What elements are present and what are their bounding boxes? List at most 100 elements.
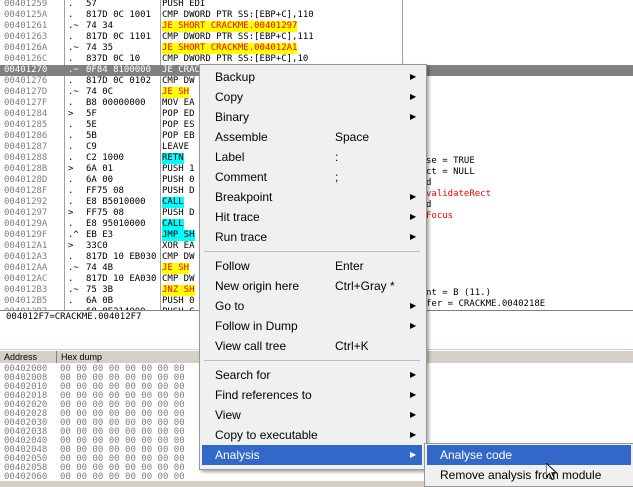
disasm-instruction: XOR EA — [162, 241, 195, 251]
menu-item-view[interactable]: View▶ — [202, 405, 422, 425]
disasm-hex: FF75 08 — [86, 186, 124, 196]
menu-item-label: Remove analysis from module — [440, 468, 602, 482]
menu-item-label: Search for — [215, 368, 271, 382]
menu-item-comment[interactable]: Comment; — [202, 167, 422, 187]
disasm-instruction: PUSH D — [162, 208, 195, 218]
mouse-cursor-icon — [546, 463, 558, 481]
disasm-instruction: JE SH — [162, 87, 190, 98]
menu-item-search-for[interactable]: Search for▶ — [202, 365, 422, 385]
menu-item-hit-trace[interactable]: Hit trace▶ — [202, 207, 422, 227]
dump-address: 00402030 — [4, 418, 48, 428]
submenu-item-analyse-code[interactable]: Analyse code — [427, 445, 631, 465]
menu-item-copy-to-executable[interactable]: Copy to executable▶ — [202, 425, 422, 445]
menu-item-binary[interactable]: Binary▶ — [202, 107, 422, 127]
menu-item-label: View — [215, 408, 241, 422]
menu-item-label: View call tree — [215, 339, 287, 353]
disasm-marker: .~ — [68, 65, 79, 75]
disasm-marker: . — [68, 120, 74, 130]
submenu-arrow-icon: ▶ — [410, 192, 417, 201]
disasm-address: 004012B7 — [4, 307, 47, 310]
disasm-address: 0040128B — [4, 164, 48, 174]
disasm-hex: 6A 00 — [86, 175, 114, 185]
disasm-address: 0040129A — [4, 219, 48, 229]
disasm-marker: . — [68, 252, 74, 262]
menu-item-backup[interactable]: Backup▶ — [202, 67, 422, 87]
disasm-comment: nt = B (11.) — [426, 287, 492, 298]
submenu-item-remove-analysis-from-module[interactable]: Remove analysis from module — [427, 465, 631, 485]
menu-item-shortcut: : — [335, 150, 339, 164]
dump-address: 00402060 — [4, 472, 48, 481]
disasm-hex: 5F — [86, 109, 97, 119]
disasm-marker: > — [68, 164, 74, 174]
menu-item-copy[interactable]: Copy▶ — [202, 87, 422, 107]
menu-separator — [204, 251, 420, 252]
disasm-hex: 6A 01 — [86, 164, 114, 174]
menu-item-go-to[interactable]: Go to▶ — [202, 296, 422, 316]
disasm-address: 00401285 — [4, 120, 48, 130]
disasm-address: 00401292 — [4, 197, 48, 207]
dump-column-hex[interactable]: Hex dump — [61, 352, 103, 362]
menu-item-label: Backup — [215, 70, 256, 84]
disasm-address: 0040129F — [4, 230, 48, 240]
menu-item-shortcut: Ctrl+Gray * — [335, 279, 395, 293]
menu-item-follow-in-dump[interactable]: Follow in Dump▶ — [202, 316, 422, 336]
disasm-instruction: JNZ SH — [162, 285, 195, 296]
disasm-address: 0040128D — [4, 175, 48, 185]
dump-column-address[interactable]: Address — [0, 351, 57, 363]
menu-item-breakpoint[interactable]: Breakpoint▶ — [202, 187, 422, 207]
menu-item-find-references-to[interactable]: Find references to▶ — [202, 385, 422, 405]
disasm-instruction: MOV EA — [162, 98, 195, 108]
menu-item-label[interactable]: Label: — [202, 147, 422, 167]
menu-item-analysis[interactable]: Analysis▶ — [202, 445, 422, 465]
disasm-hex: E8 95010000 — [86, 219, 146, 229]
menu-item-run-trace[interactable]: Run trace▶ — [202, 227, 422, 247]
disasm-address: 0040125A — [4, 10, 48, 20]
disasm-row[interactable]: 004012B7.68 8E214000PUSH C — [0, 307, 633, 310]
disasm-hex: 74 34 — [86, 21, 114, 31]
